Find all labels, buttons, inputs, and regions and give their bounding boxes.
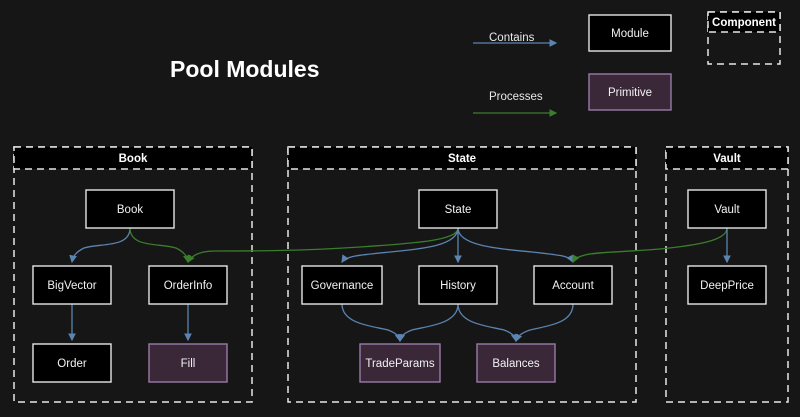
group-vault-label: Vault	[713, 153, 741, 165]
edge-state-account	[457, 227, 574, 264]
node-bigvector[interactable]: BigVector	[32, 265, 112, 305]
node-tradeparams-box[interactable]	[359, 343, 441, 383]
edge-state-governance	[341, 227, 459, 263]
legend-component-label: Component	[712, 17, 776, 29]
legend-primitive-label: Primitive	[608, 87, 652, 99]
legend-component-header	[707, 11, 781, 33]
legend-module-box	[588, 14, 672, 52]
node-governance-box[interactable]	[301, 265, 383, 305]
node-state[interactable]: State	[418, 189, 498, 229]
edge-vault-account	[572, 227, 728, 264]
node-account-label: Account	[552, 280, 594, 292]
node-book-box[interactable]	[85, 189, 175, 229]
group-vault-header	[665, 146, 789, 170]
node-bigvector-label: BigVector	[47, 280, 96, 292]
edge-account-balances	[514, 303, 574, 343]
legend-module-node: Module	[588, 14, 672, 52]
node-account[interactable]: Account	[533, 265, 613, 305]
node-orderinfo-box[interactable]	[148, 265, 228, 305]
node-orderinfo[interactable]: OrderInfo	[148, 265, 228, 305]
node-history-label: History	[440, 280, 476, 292]
node-bigvector-box[interactable]	[32, 265, 112, 305]
node-vault[interactable]: Vault	[687, 189, 767, 229]
page-title: Pool Modules	[170, 56, 320, 82]
node-orderinfo-label: OrderInfo	[164, 280, 213, 292]
node-balances-label: Balances	[492, 358, 540, 370]
node-book-label: Book	[117, 204, 143, 216]
group-book-header	[13, 146, 253, 170]
group-state-label: State	[448, 153, 476, 165]
group-state: State	[287, 146, 637, 403]
edge-book-orderinfo	[129, 227, 191, 264]
edge-book-bigvector	[69, 227, 131, 264]
node-order-label: Order	[57, 358, 87, 370]
node-account-box[interactable]	[533, 265, 613, 305]
legend-contains: Contains	[473, 32, 558, 47]
node-fill[interactable]: Fill	[148, 343, 228, 383]
node-history-box[interactable]	[418, 265, 498, 305]
edge-state-orderinfo	[187, 227, 459, 264]
node-deepprice-label: DeepPrice	[700, 280, 754, 292]
group-book-label: Book	[119, 153, 148, 165]
edge-history-tradeparams	[397, 303, 459, 343]
node-fill-label: Fill	[181, 358, 196, 370]
node-order[interactable]: Order	[32, 343, 112, 383]
legend-primitive-box	[588, 73, 672, 111]
legend-processes: Processes	[473, 91, 558, 117]
node-tradeparams-label: TradeParams	[365, 358, 434, 370]
node-deepprice-box[interactable]	[687, 265, 767, 305]
group-book: Book	[13, 146, 253, 403]
node-vault-label: Vault	[714, 204, 740, 216]
node-book[interactable]: Book	[85, 189, 175, 229]
node-order-box[interactable]	[32, 343, 112, 383]
node-vault-box[interactable]	[687, 189, 767, 229]
node-state-box[interactable]	[418, 189, 498, 229]
node-fill-box[interactable]	[148, 343, 228, 383]
group-vault: Vault	[665, 146, 789, 403]
edge-history-balances	[457, 303, 519, 343]
legend-processes-label: Processes	[489, 91, 543, 103]
group-state-header	[287, 146, 637, 170]
edge-layer	[68, 227, 731, 343]
node-tradeparams[interactable]: TradeParams	[359, 343, 441, 383]
legend-component-group: Component	[707, 11, 781, 65]
node-balances[interactable]: Balances	[476, 343, 556, 383]
legend-primitive-node: Primitive	[588, 73, 672, 111]
node-governance[interactable]: Governance	[301, 265, 383, 305]
node-deepprice[interactable]: DeepPrice	[687, 265, 767, 305]
node-state-label: State	[445, 204, 472, 216]
node-balances-box[interactable]	[476, 343, 556, 383]
legend-module-label: Module	[611, 28, 649, 40]
group-book-box	[13, 146, 253, 403]
node-governance-label: Governance	[311, 280, 374, 292]
legend-contains-label: Contains	[489, 32, 535, 44]
node-history[interactable]: History	[418, 265, 498, 305]
